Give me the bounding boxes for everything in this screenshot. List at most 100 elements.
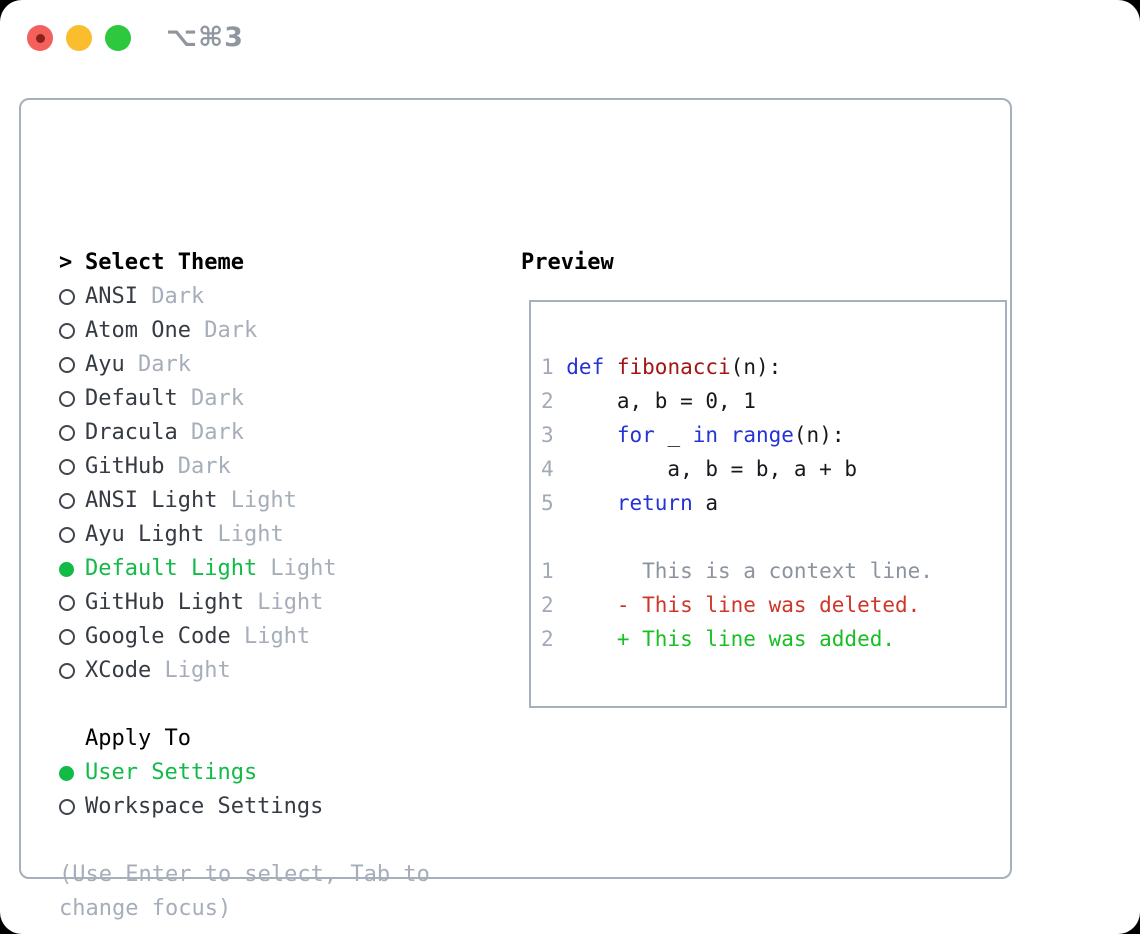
theme-variant-label: Dark <box>164 454 231 479</box>
radio-selected-icon <box>59 765 85 781</box>
code-line: 2 - This line was deleted. <box>541 588 933 622</box>
apply-to-header: Apply To <box>59 722 430 756</box>
radio-icon <box>59 425 85 441</box>
code-token-plain: a, b = b, a + b <box>566 457 858 481</box>
option-label: User Settings <box>85 760 258 785</box>
theme-variant-label: Dark <box>124 352 191 377</box>
help-text-line: (Use Enter to select, Tab to <box>59 862 430 887</box>
focus-caret-icon: > <box>59 250 73 275</box>
close-button[interactable] <box>27 25 53 51</box>
radio-icon <box>59 357 85 373</box>
option-label: GitHub Light <box>85 590 244 615</box>
spacer <box>59 688 430 722</box>
theme-variant-label: Light <box>257 556 337 581</box>
line-number: 5 <box>541 491 554 515</box>
line-number: 4 <box>541 457 554 481</box>
help-text: (Use Enter to select, Tab to change focus… <box>59 858 430 926</box>
theme-variant-label: Light <box>230 624 311 649</box>
code-line: 4 a, b = b, a + b <box>541 452 933 486</box>
theme-option-default[interactable]: Default Dark <box>59 382 430 416</box>
code-token-plain <box>566 423 617 447</box>
radio-icon <box>59 459 85 475</box>
code-token-plain: a <box>692 491 719 515</box>
option-label: Dracula <box>85 420 178 445</box>
code-line: 5 return a <box>541 486 933 520</box>
code-line: 2 a, b = 0, 1 <box>541 384 933 418</box>
theme-option-github[interactable]: GitHub Dark <box>59 450 430 484</box>
code-token-plain: (n): <box>793 423 845 447</box>
radio-icon <box>59 527 85 543</box>
option-label: Default Light <box>85 556 258 581</box>
minimize-button[interactable] <box>66 25 92 51</box>
theme-option-google-code[interactable]: Google Code Light <box>59 620 430 654</box>
line-number: 2 <box>541 389 554 413</box>
option-label: Default <box>85 386 178 411</box>
zoom-button[interactable] <box>105 25 131 51</box>
radio-icon <box>59 323 85 339</box>
theme-list-header: > Select Theme <box>59 246 430 280</box>
radio-icon <box>59 595 85 611</box>
theme-option-dracula[interactable]: Dracula Dark <box>59 416 430 450</box>
code-token-plain <box>566 491 617 515</box>
code-token-keyword: return <box>616 491 693 515</box>
code-token-keyword: def <box>566 355 605 379</box>
theme-variant-label: Light <box>217 488 297 513</box>
line-number: 2 <box>541 627 554 651</box>
theme-variant-label: Dark <box>177 420 244 445</box>
radio-icon <box>59 289 85 305</box>
code-token-deleted: - This line was deleted. <box>566 593 921 617</box>
theme-option-ansi-light[interactable]: ANSI Light Light <box>59 484 430 518</box>
line-number: 2 <box>541 593 554 617</box>
code-token-plain <box>604 355 617 379</box>
line-number: 3 <box>541 423 554 447</box>
radio-icon <box>59 629 85 645</box>
code-token-plain: _ <box>654 423 693 447</box>
theme-variant-label: Light <box>243 590 324 615</box>
preview-title: Preview <box>521 250 614 275</box>
line-number: 1 <box>541 355 554 379</box>
radio-icon <box>59 391 85 407</box>
option-label: Atom One <box>85 318 191 343</box>
theme-option-ayu-light[interactable]: Ayu Light Light <box>59 518 430 552</box>
theme-option-atom-one[interactable]: Atom One Dark <box>59 314 430 348</box>
spacer <box>59 824 430 858</box>
theme-option-xcode[interactable]: XCode Light <box>59 654 430 688</box>
code-token-keyword: range <box>730 423 794 447</box>
option-label: GitHub <box>85 454 165 479</box>
option-label: ANSI <box>85 284 138 309</box>
help-text-line: change focus) <box>59 896 232 921</box>
theme-option-github-light[interactable]: GitHub Light Light <box>59 586 430 620</box>
close-button-dot-icon <box>35 33 45 43</box>
code-line: 1 This is a context line. <box>541 554 933 588</box>
theme-variant-label: Light <box>204 522 284 547</box>
theme-variant-label: Dark <box>190 318 258 343</box>
code-token-plain <box>718 423 731 447</box>
option-label: XCode <box>85 658 152 683</box>
apply-option-user-settings[interactable]: User Settings <box>59 756 430 790</box>
theme-option-ayu[interactable]: Ayu Dark <box>59 348 430 382</box>
option-label: ANSI Light <box>85 488 218 513</box>
apply-option-workspace-settings[interactable]: Workspace Settings <box>59 790 430 824</box>
radio-icon <box>59 663 85 679</box>
theme-option-ansi[interactable]: ANSI Dark <box>59 280 430 314</box>
select-theme-title: Select Theme <box>85 250 244 275</box>
option-label: Google Code <box>85 624 231 649</box>
theme-variant-label: Dark <box>137 284 205 309</box>
code-token-added: + This line was added. <box>566 627 896 651</box>
radio-icon <box>59 799 85 815</box>
option-label: Ayu Light <box>85 522 205 547</box>
theme-option-default-light[interactable]: Default Light Light <box>59 552 430 586</box>
code-token-plain: a, b = 0, 1 <box>566 389 756 413</box>
option-label: Workspace Settings <box>85 794 324 819</box>
radio-icon <box>59 493 85 509</box>
line-number: 1 <box>541 559 554 583</box>
theme-variant-label: Dark <box>177 386 244 411</box>
